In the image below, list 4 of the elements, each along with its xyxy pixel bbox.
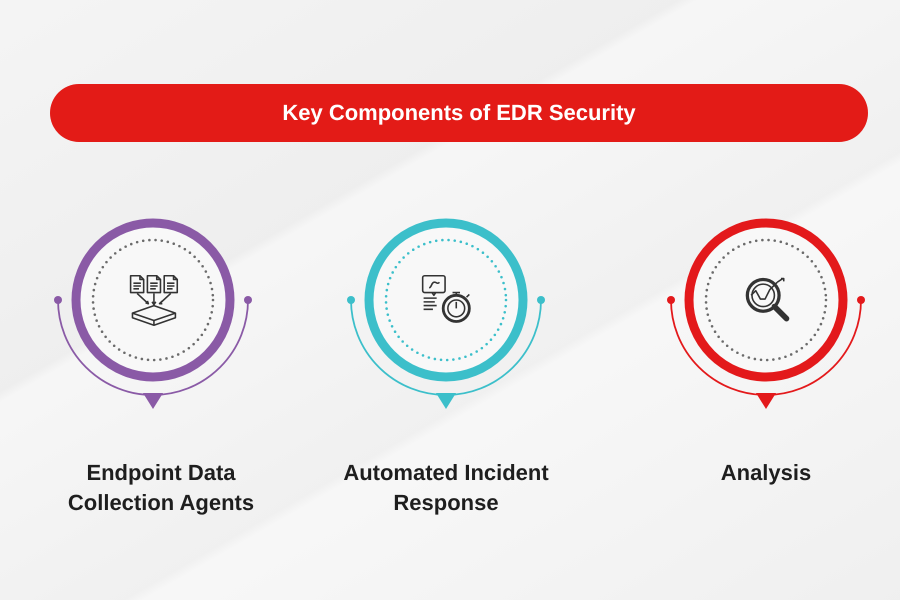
- title-banner: Key Components of EDR Security: [50, 84, 868, 142]
- component-label: Analysis: [720, 459, 812, 487]
- component-label: Automated Incident Response: [342, 459, 550, 517]
- component-label: Endpoint Data Collection Agents: [66, 459, 256, 517]
